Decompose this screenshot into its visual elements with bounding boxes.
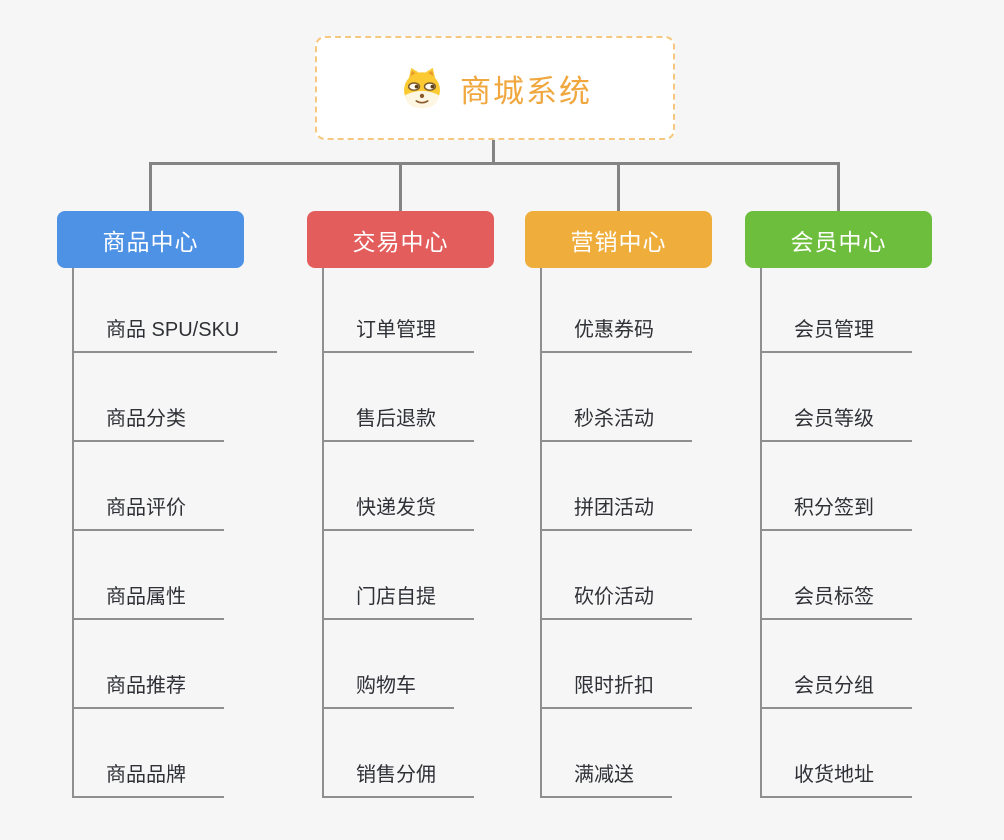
connector-trunk-1: [322, 268, 324, 798]
leaf-row: 快递发货: [307, 442, 557, 531]
leaf-node[interactable]: 销售分佣: [322, 758, 474, 798]
leaf-node[interactable]: 满减送: [540, 758, 672, 798]
dog-face-icon: [404, 67, 440, 109]
branch-node-1[interactable]: 交易中心: [307, 211, 494, 268]
leaf-node[interactable]: 订单管理: [322, 313, 474, 353]
leaf-row: 商品评价: [57, 442, 307, 531]
branch-column-0: 商品 SPU/SKU 商品分类商品评价商品属性商品推荐商品品牌: [57, 268, 307, 798]
leaf-node[interactable]: 商品推荐: [72, 669, 224, 709]
connector-root-stem: [492, 140, 495, 164]
branch-column-2: 优惠券码秒杀活动拼团活动砍价活动限时折扣满减送: [525, 268, 775, 798]
root-title: 商城系统: [460, 73, 592, 109]
leaf-row: 商品品牌: [57, 709, 307, 798]
leaf-node[interactable]: 秒杀活动: [540, 402, 692, 442]
leaf-row: 订单管理: [307, 268, 557, 353]
leaf-node[interactable]: 商品分类: [72, 402, 224, 442]
leaf-row: 秒杀活动: [525, 353, 775, 442]
leaf-row: 商品 SPU/SKU: [57, 268, 307, 353]
leaf-node[interactable]: 商品品牌: [72, 758, 224, 798]
leaf-row: 会员分组: [745, 620, 995, 709]
connector-bus: [149, 162, 840, 165]
leaf-row: 满减送: [525, 709, 775, 798]
connector-drop-0: [149, 162, 152, 211]
leaf-node[interactable]: 售后退款: [322, 402, 474, 442]
branch-column-1: 订单管理售后退款快递发货门店自提购物车销售分佣: [307, 268, 557, 798]
leaf-node[interactable]: 商品属性: [72, 580, 224, 620]
leaf-node[interactable]: 会员等级: [760, 402, 912, 442]
branch-node-2[interactable]: 营销中心: [525, 211, 712, 268]
leaf-node[interactable]: 会员标签: [760, 580, 912, 620]
leaf-node[interactable]: 商品 SPU/SKU: [72, 313, 278, 353]
leaf-node[interactable]: 限时折扣: [540, 669, 692, 709]
leaf-row: 积分签到: [745, 442, 995, 531]
connector-drop-2: [617, 162, 620, 211]
leaf-row: 拼团活动: [525, 442, 775, 531]
root-node[interactable]: 商城系统: [315, 36, 675, 140]
leaf-node[interactable]: 拼团活动: [540, 491, 692, 531]
leaf-node[interactable]: 门店自提: [322, 580, 474, 620]
leaf-row: 商品推荐: [57, 620, 307, 709]
leaf-node[interactable]: 会员管理: [760, 313, 912, 353]
branch-column-3: 会员管理会员等级积分签到会员标签会员分组收货地址: [745, 268, 995, 798]
leaf-row: 限时折扣: [525, 620, 775, 709]
leaf-node[interactable]: 积分签到: [760, 491, 912, 531]
leaf-node[interactable]: 优惠券码: [540, 313, 692, 353]
leaf-row: 商品分类: [57, 353, 307, 442]
leaf-row: 会员等级: [745, 353, 995, 442]
leaf-row: 门店自提: [307, 531, 557, 620]
leaf-node[interactable]: 商品评价: [72, 491, 224, 531]
leaf-row: 商品属性: [57, 531, 307, 620]
leaf-node[interactable]: 购物车: [322, 669, 454, 709]
connector-trunk-2: [540, 268, 542, 798]
connector-trunk-3: [760, 268, 762, 798]
leaf-row: 优惠券码: [525, 268, 775, 353]
branch-node-3[interactable]: 会员中心: [745, 211, 932, 268]
leaf-node[interactable]: 收货地址: [760, 758, 912, 798]
connector-drop-3: [837, 162, 840, 211]
leaf-row: 售后退款: [307, 353, 557, 442]
branch-node-0[interactable]: 商品中心: [57, 211, 244, 268]
leaf-row: 收货地址: [745, 709, 995, 798]
leaf-row: 销售分佣: [307, 709, 557, 798]
leaf-row: 会员管理: [745, 268, 995, 353]
leaf-row: 砍价活动: [525, 531, 775, 620]
connector-drop-1: [399, 162, 402, 211]
leaf-node[interactable]: 砍价活动: [540, 580, 692, 620]
leaf-node[interactable]: 快递发货: [322, 491, 474, 531]
leaf-row: 会员标签: [745, 531, 995, 620]
leaf-row: 购物车: [307, 620, 557, 709]
leaf-node[interactable]: 会员分组: [760, 669, 912, 709]
connector-trunk-0: [72, 268, 74, 798]
